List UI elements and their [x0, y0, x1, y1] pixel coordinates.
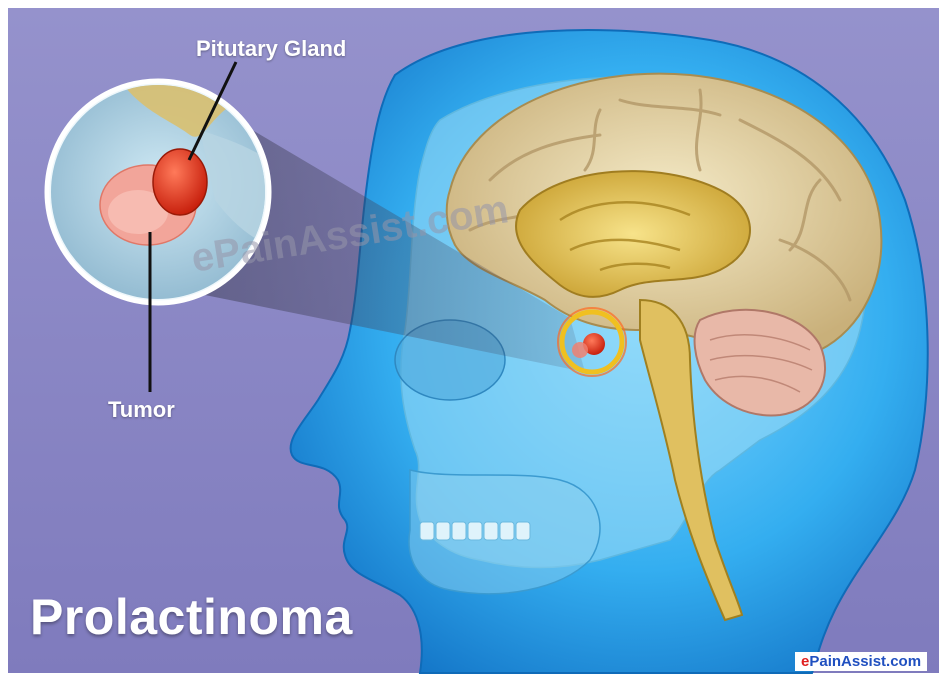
brand-logo: ePainAssist.com	[795, 652, 927, 671]
tumor-label: Tumor	[108, 397, 175, 423]
pituitary-gland-label: Pitutary Gland	[196, 36, 346, 62]
teeth	[420, 522, 530, 540]
brand-name: PainAssist.com	[809, 653, 921, 670]
pituitary-gland-large	[153, 149, 207, 215]
page-title: Prolactinoma	[30, 588, 353, 646]
tumor-small	[572, 342, 588, 358]
